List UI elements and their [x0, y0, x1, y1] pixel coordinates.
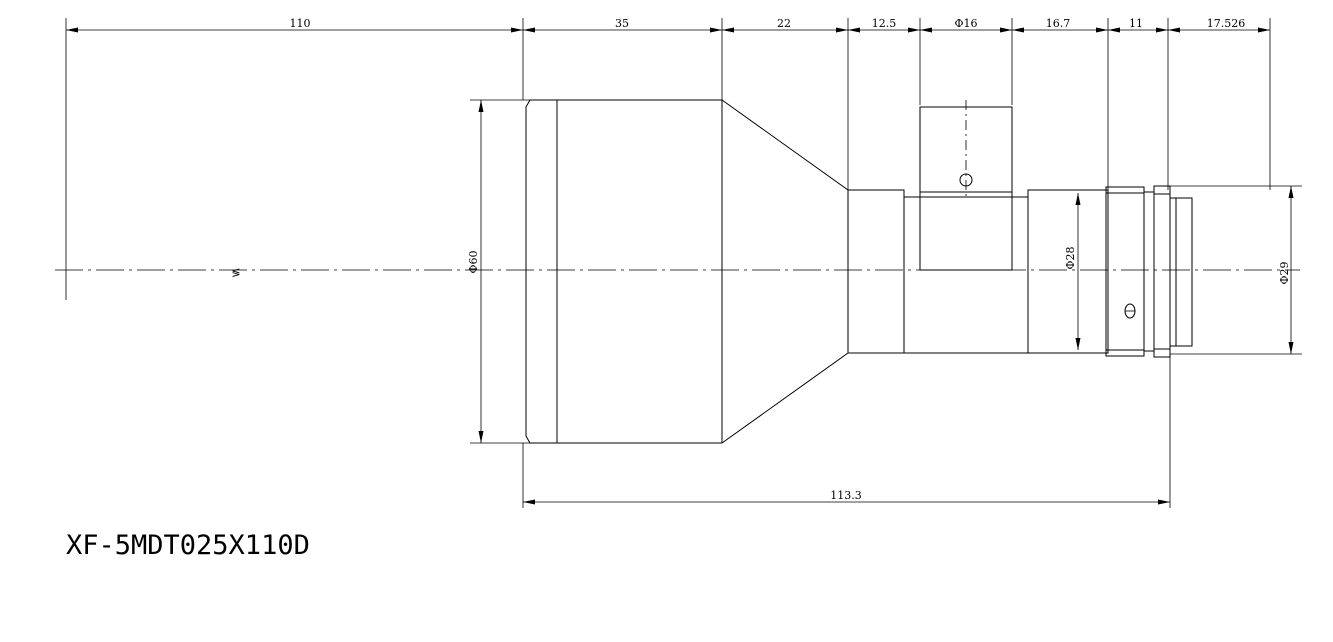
dim-label-110: 110 — [290, 17, 311, 30]
center-axis: ≶ — [55, 266, 1300, 279]
dim-label-35: 35 — [615, 17, 629, 30]
diameter-label-phi29: Φ29 — [1278, 261, 1291, 284]
dim-label-17-526: 17.526 — [1207, 17, 1246, 30]
dim-label-113-3: 113.3 — [830, 489, 862, 502]
dim-label-16-7: 16.7 — [1046, 17, 1071, 30]
diameter-label-phi60: Φ60 — [467, 250, 480, 273]
model-name: XF-5MDT025X110D — [66, 530, 310, 561]
break-symbol: ≶ — [231, 266, 240, 279]
overall-length-dimension: 113.3 — [522, 357, 1171, 508]
dim-label-phi16: Φ16 — [954, 17, 977, 30]
top-dimension-chain: 110 35 22 12.5 Φ16 16.7 11 17.526 — [65, 17, 1271, 300]
dim-label-12-5: 12.5 — [872, 17, 897, 30]
dim-label-11: 11 — [1129, 17, 1143, 30]
lens-body — [525, 99, 1193, 444]
diameter-dimensions: Φ60 Φ28 Φ29 — [467, 99, 1302, 444]
diameter-label-phi28: Φ28 — [1064, 246, 1077, 269]
dim-label-22: 22 — [777, 17, 791, 30]
